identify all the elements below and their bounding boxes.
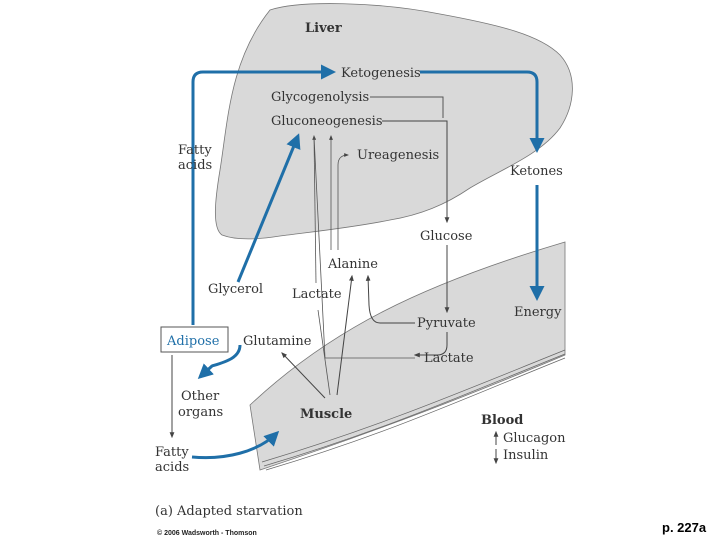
muscle-to-alanine-arrow: [336, 274, 354, 396]
glycerol-to-gluconeogenesis-arrow: [236, 133, 301, 283]
muscle-to-glutamine-arrow: [281, 352, 326, 399]
glycogenolysis-label: Glycogenolysis: [271, 90, 369, 105]
alanine-label: Alanine: [327, 257, 378, 272]
copyright-text: © 2006 Wadsworth - Thomson: [157, 529, 257, 537]
muscle-label: Muscle: [300, 407, 352, 422]
ketones-label: Ketones: [510, 164, 563, 179]
muscle-layer-line: [263, 353, 566, 467]
pyruvate-to-alanine-arrow: [365, 274, 415, 324]
lactate-left-label: Lactate: [292, 287, 342, 302]
fatty-acids-lower-label: Fatty: [155, 445, 189, 460]
glutamine-to-other-organs-arrow: [197, 344, 242, 380]
figure-caption: (a) Adapted starvation: [155, 504, 303, 519]
fatty-acids-upper-label: acids: [178, 158, 212, 173]
gluconeogenesis-label: Gluconeogenesis: [271, 114, 383, 129]
adipose-label: Adipose: [166, 334, 220, 349]
glycerol-label: Glycerol: [208, 282, 263, 297]
ketone-arrow: [420, 70, 545, 153]
muscle-to-lactate-arrow: [317, 309, 331, 396]
fatty-acids-upper-label: Fatty: [178, 143, 212, 158]
gluconeogenesis-to-glucose-arrow: [382, 120, 450, 224]
fatty-acids-to-muscle-arrow: [191, 430, 280, 460]
adipose-box: [160, 326, 229, 353]
muscle-layer-line: [261, 349, 566, 463]
muscle-shape: [249, 241, 566, 471]
ketogenesis-label: Ketogenesis: [341, 66, 421, 81]
other-organs-label: Other: [181, 389, 220, 404]
lactate-to-gluconeogenesis-arrow: [313, 135, 317, 284]
page-reference: p. 227a: [662, 520, 707, 535]
muscle-layer-line: [265, 357, 566, 471]
fatty-acids-lower-label: acids: [155, 460, 189, 475]
fatty-acid-loop-arrow: [191, 64, 336, 325]
pyruvate-label: Pyruvate: [417, 316, 476, 331]
glucose-label: Glucose: [420, 229, 473, 244]
insulin-label: Insulin: [503, 448, 549, 463]
glutamine-label: Glutamine: [243, 334, 312, 349]
glucagon-label: Glucagon: [503, 431, 566, 446]
alanine-to-ureagenesis-arrow: [337, 153, 349, 250]
other-organs-label: organs: [178, 405, 223, 420]
lactate-lower-label: Lactate: [424, 351, 474, 366]
liver-label: Liver: [305, 21, 342, 36]
blood-label: Blood: [481, 413, 523, 428]
pyruvate-to-lactate-arrow: [413, 332, 448, 358]
glycogenolysis-line: [370, 96, 444, 118]
energy-label: Energy: [514, 305, 562, 320]
ureagenesis-label: Ureagenesis: [357, 148, 439, 163]
